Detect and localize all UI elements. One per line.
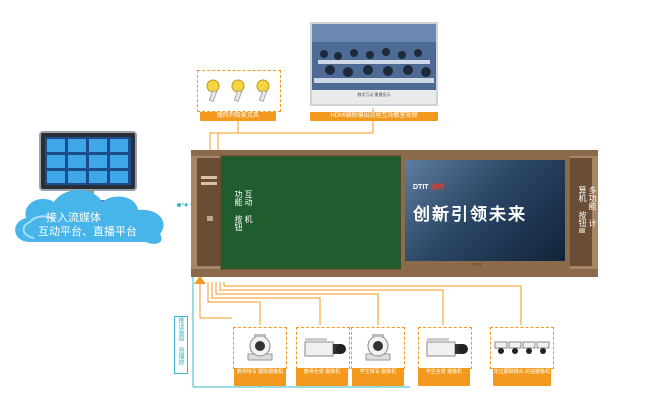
classroom-caption: 教学互动 重播显示	[357, 92, 391, 97]
monitor-wall-icon	[38, 130, 138, 208]
tv-brand: DTIT 迪特	[413, 184, 445, 191]
tv-slogan: 创新引领未来	[413, 205, 527, 224]
streaming-cloud: 接入流媒体 互动平台、直播平台	[8, 180, 180, 250]
microphone-box	[197, 70, 281, 112]
classroom-label: HDMI辅助输出远程互动教室视频	[310, 112, 438, 121]
cloud-text-line1: 接入流媒体	[46, 212, 101, 224]
ptz-camera-icon	[365, 334, 391, 361]
camera-box-1	[233, 327, 287, 369]
board-left-side-text	[199, 174, 219, 194]
dome-camera-icon	[494, 341, 550, 354]
camera-4-label: 学生全景 摄像机	[418, 368, 470, 386]
link-dots	[176, 198, 194, 210]
camera-1-label: 教师特写 跟踪摄像机	[234, 368, 286, 386]
camera-box-3	[351, 327, 405, 369]
board-left-text: 互动 机 功能 按钮	[234, 190, 253, 231]
camera-3-label: 学生特写 摄像机	[352, 368, 404, 386]
tv-screen: DTIT 迪特 创新引领未来	[405, 160, 565, 261]
cloud-text-line2: 互动平台、直播平台	[38, 226, 137, 238]
box-camera-icon	[426, 338, 468, 357]
ptz-camera-icon	[247, 334, 273, 361]
board-right-text: 多功能 计算机 按钮	[578, 186, 597, 227]
camera-2-label: 教师全景 摄像机	[296, 368, 348, 386]
push-label: 推送画面 到播放	[174, 316, 188, 374]
box-camera-icon	[304, 338, 346, 357]
mic-label: 微阵列吸麦克风	[200, 112, 276, 121]
tv-bottom-logo: DTIT	[473, 262, 482, 267]
smart-blackboard: 互动 机 功能 按钮 多功能 计算机 按钮 DTIT 迪特 创新引领未来 DTI…	[191, 150, 598, 277]
camera-box-5	[490, 327, 554, 369]
camera-box-2	[296, 327, 350, 369]
camera-box-4	[418, 327, 472, 369]
microphone-icon	[206, 79, 270, 103]
camera-5-label: 定位跟踪镜头 的拍摄像机	[493, 368, 551, 386]
classroom-screen: 教学互动 重播显示	[310, 22, 438, 106]
